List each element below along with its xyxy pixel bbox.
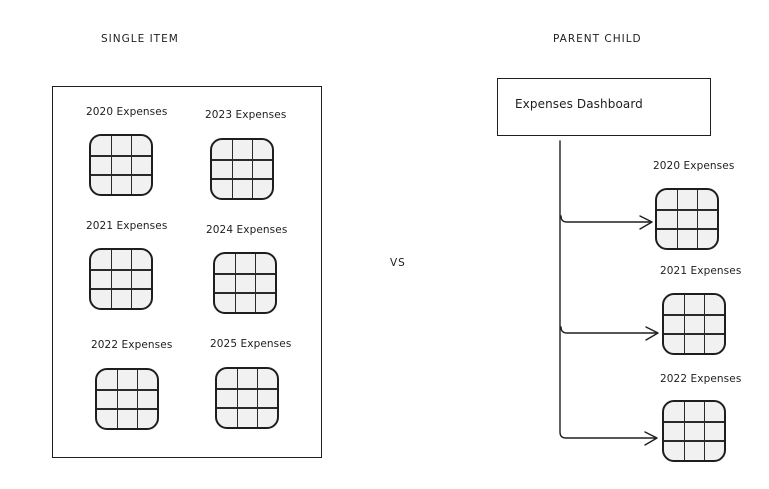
arrow-head (639, 215, 653, 230)
tile-label: 2025 Expenses (210, 338, 292, 350)
heading-parent-child: PARENT CHILD (553, 33, 642, 45)
tile-label: 2020 Expenses (86, 106, 168, 118)
grid-icon (213, 252, 277, 314)
grid-icon (662, 400, 726, 462)
tile-label: 2023 Expenses (205, 109, 287, 121)
grid-icon (89, 248, 153, 310)
tile-label: 2024 Expenses (206, 224, 288, 236)
single-item-container (52, 86, 322, 458)
parent-node (497, 78, 711, 136)
tile-label: 2021 Expenses (86, 220, 168, 232)
tile-label: 2022 Expenses (91, 339, 173, 351)
trunk-line (559, 140, 657, 439)
grid-icon (662, 293, 726, 355)
heading-single-item: SINGLE ITEM (101, 33, 179, 45)
grid-icon (215, 367, 279, 429)
parent-label: Expenses Dashboard (515, 97, 643, 111)
arrow-head (644, 431, 658, 446)
branch-line (560, 326, 658, 334)
child-label: 2020 Expenses (653, 160, 735, 172)
grid-icon (89, 134, 153, 196)
branch-line (560, 215, 652, 223)
grid-icon (655, 188, 719, 250)
grid-icon (95, 368, 159, 430)
arrow-head (645, 326, 659, 341)
vs-label: VS (390, 257, 406, 269)
child-label: 2021 Expenses (660, 265, 742, 277)
child-label: 2022 Expenses (660, 373, 742, 385)
grid-icon (210, 138, 274, 200)
